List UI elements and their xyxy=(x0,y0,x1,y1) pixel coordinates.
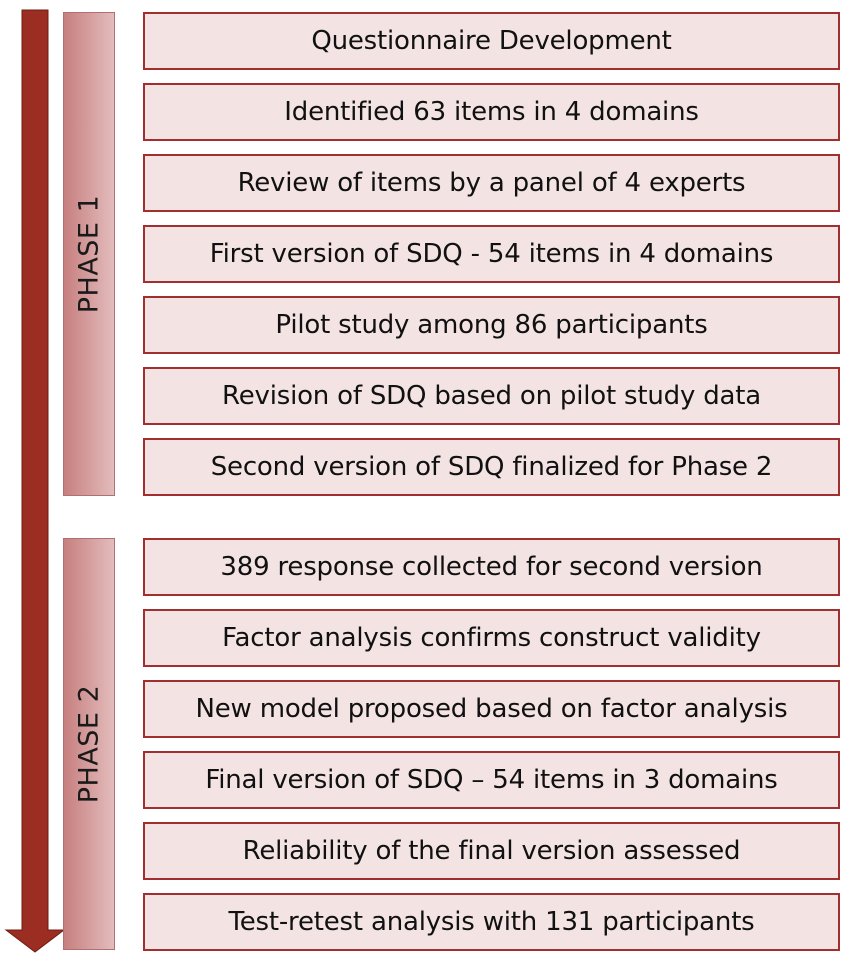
step-test-retest: Test-retest analysis with 131 participan… xyxy=(143,893,840,951)
step-factor-analysis: Factor analysis confirms construct valid… xyxy=(143,609,840,667)
step-expert-review: Review of items by a panel of 4 experts xyxy=(143,154,840,212)
step-reliability: Reliability of the final version assesse… xyxy=(143,822,840,880)
step-new-model: New model proposed based on factor analy… xyxy=(143,680,840,738)
phase-2-bar: PHASE 2 xyxy=(63,538,115,950)
step-revision: Revision of SDQ based on pilot study dat… xyxy=(143,367,840,425)
phase-2-label: PHASE 2 xyxy=(73,684,105,804)
step-pilot-study: Pilot study among 86 participants xyxy=(143,296,840,354)
step-questionnaire-development: Questionnaire Development xyxy=(143,12,840,70)
timeline-arrow xyxy=(4,9,66,953)
phase-1-bar: PHASE 1 xyxy=(63,12,115,496)
step-final-version: Final version of SDQ – 54 items in 3 dom… xyxy=(143,751,840,809)
step-responses-collected: 389 response collected for second versio… xyxy=(143,538,840,596)
step-second-version: Second version of SDQ finalized for Phas… xyxy=(143,438,840,496)
phase-1-label: PHASE 1 xyxy=(73,194,105,314)
step-first-version: First version of SDQ - 54 items in 4 dom… xyxy=(143,225,840,283)
step-identified-items: Identified 63 items in 4 domains xyxy=(143,83,840,141)
